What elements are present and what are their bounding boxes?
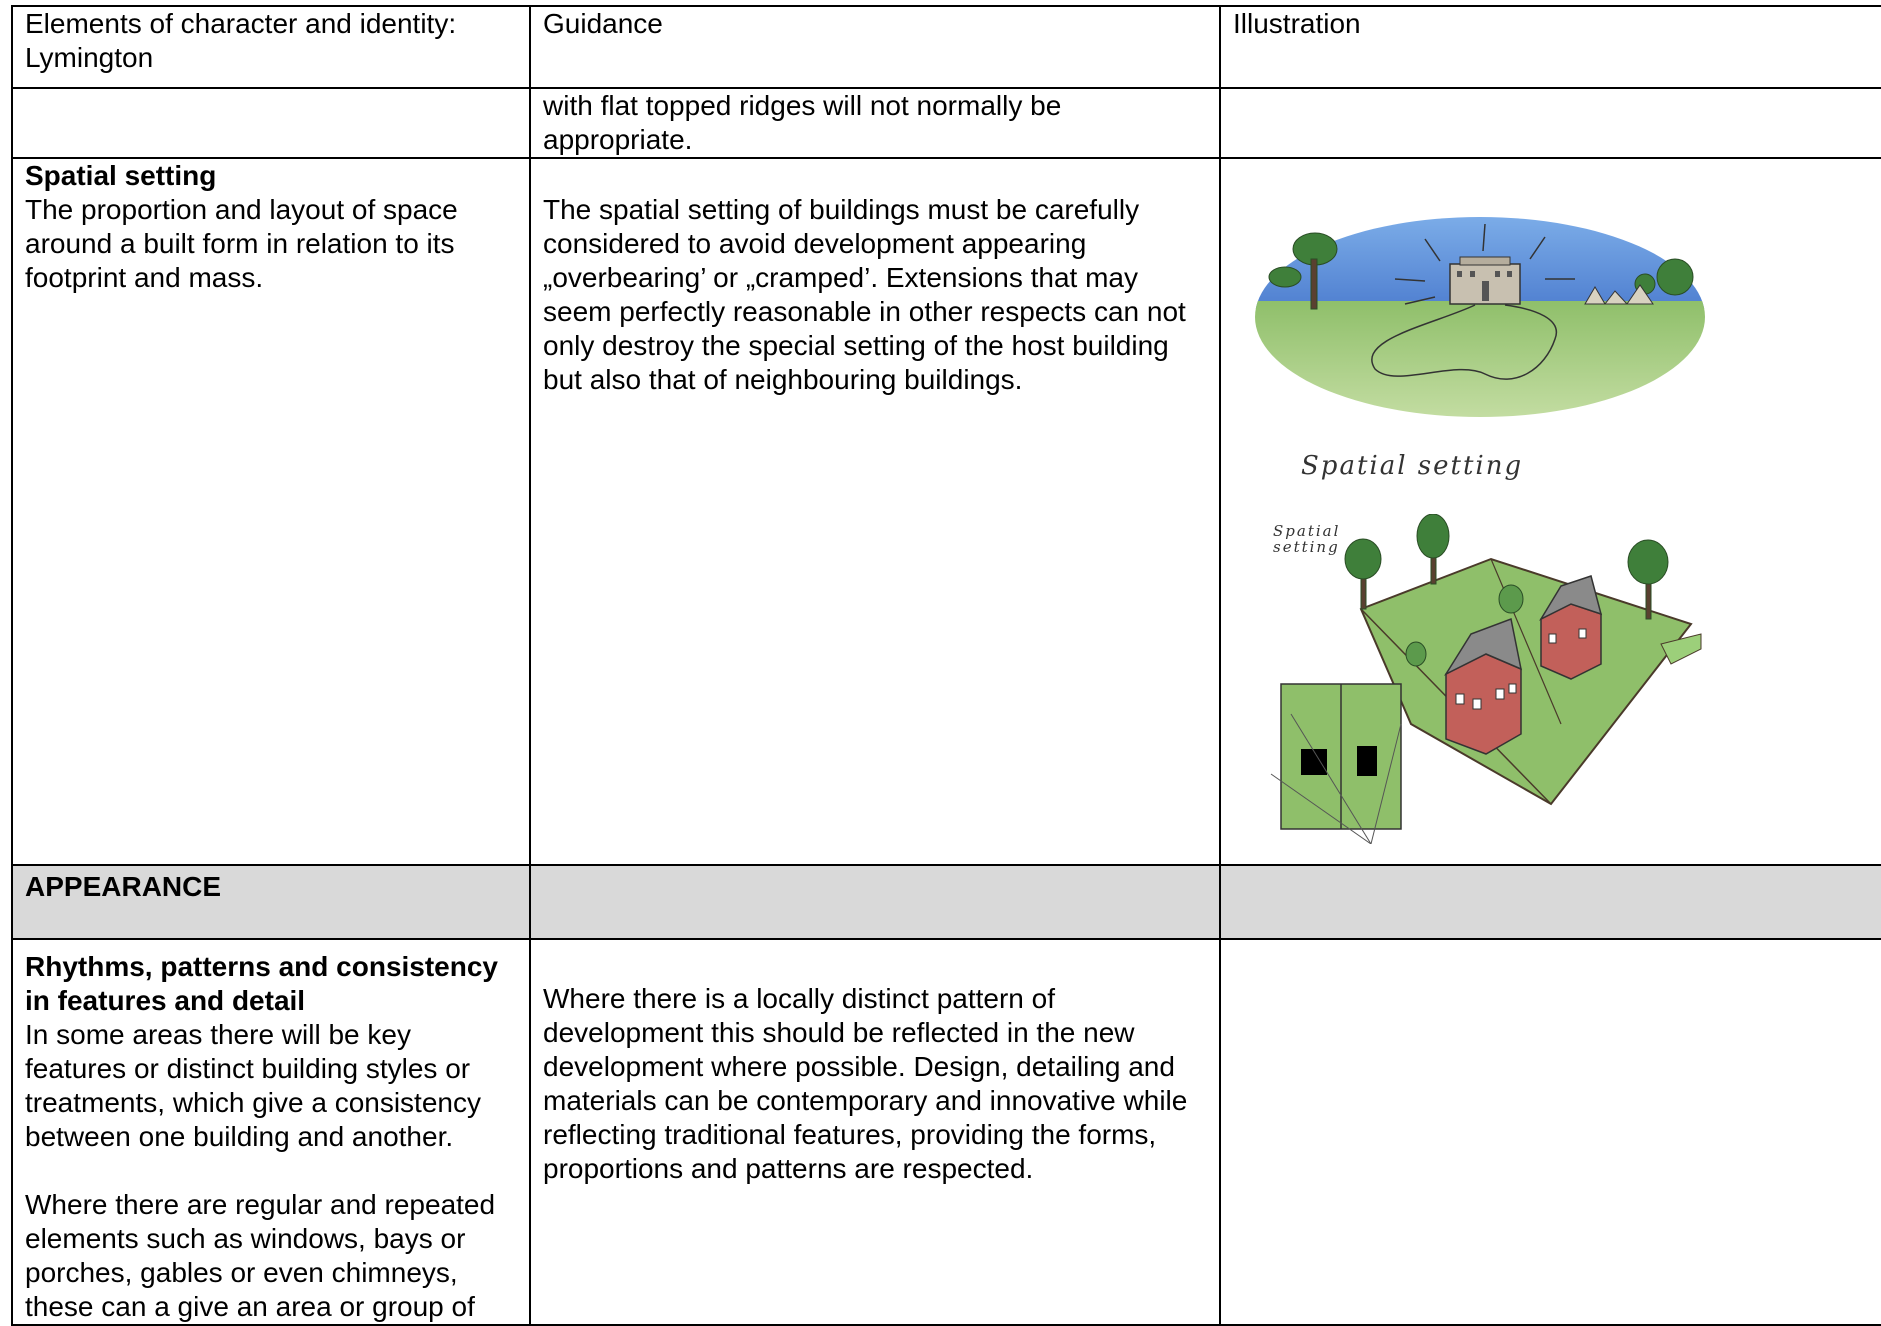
spatial-setting-plots-sketch — [1270, 514, 1702, 844]
guidance-table: Elements of character and identity: Lymi… — [11, 5, 1881, 1326]
manor-house — [1449, 256, 1521, 305]
house-rear — [1539, 575, 1603, 680]
appearance-label: APPEARANCE — [11, 864, 531, 940]
header-illustration: Illustration — [1219, 5, 1881, 89]
rhythms-para1: In some areas there will be key features… — [25, 1019, 481, 1152]
spatial-setting-row: Spatial setting The proportion and layou… — [11, 157, 1881, 866]
spatial-setting-guidance: The spatial setting of buildings must be… — [529, 157, 1221, 866]
appearance-illustration-cell — [1219, 864, 1881, 940]
rhythms-illustration-cell — [1219, 938, 1881, 1326]
continuation-illustration-cell — [1219, 87, 1881, 159]
spatial-setting-oval-sketch — [1255, 217, 1705, 417]
rhythms-row: Rhythms, patterns and consistency in fea… — [11, 938, 1881, 1326]
continuation-guidance: with flat topped ridges will not normall… — [529, 87, 1221, 159]
spatial-setting-illustration-cell: Spatial setting Spatial setting — [1219, 157, 1881, 866]
house-front — [1443, 617, 1523, 755]
appearance-guidance-cell — [529, 864, 1221, 940]
continuation-row: with flat topped ridges will not normall… — [11, 87, 1881, 159]
appearance-row: APPEARANCE — [11, 864, 1881, 940]
header-guidance: Guidance — [529, 5, 1221, 89]
spatial-setting-caption-small: Spatial setting — [1273, 522, 1341, 556]
paragraph-spacer — [25, 1154, 517, 1188]
rhythms-title: Rhythms, patterns and consistency in fea… — [25, 951, 499, 1016]
rhythms-element-cell: Rhythms, patterns and consistency in fea… — [11, 938, 531, 1326]
spatial-setting-description: The proportion and layout of space aroun… — [25, 194, 458, 293]
rhythms-guidance: Where there is a locally distinct patter… — [529, 938, 1221, 1326]
continuation-element-cell — [11, 87, 531, 159]
rhythms-para2: Where there are regular and repeated ele… — [25, 1189, 496, 1322]
plan-view — [1270, 683, 1402, 844]
header-elements: Elements of character and identity: Lymi… — [11, 5, 531, 89]
spatial-setting-element-cell: Spatial setting The proportion and layou… — [11, 157, 531, 866]
header-row: Elements of character and identity: Lymi… — [11, 5, 1881, 89]
spatial-setting-caption-top: Spatial setting — [1301, 451, 1524, 481]
spatial-setting-title: Spatial setting — [25, 160, 217, 191]
